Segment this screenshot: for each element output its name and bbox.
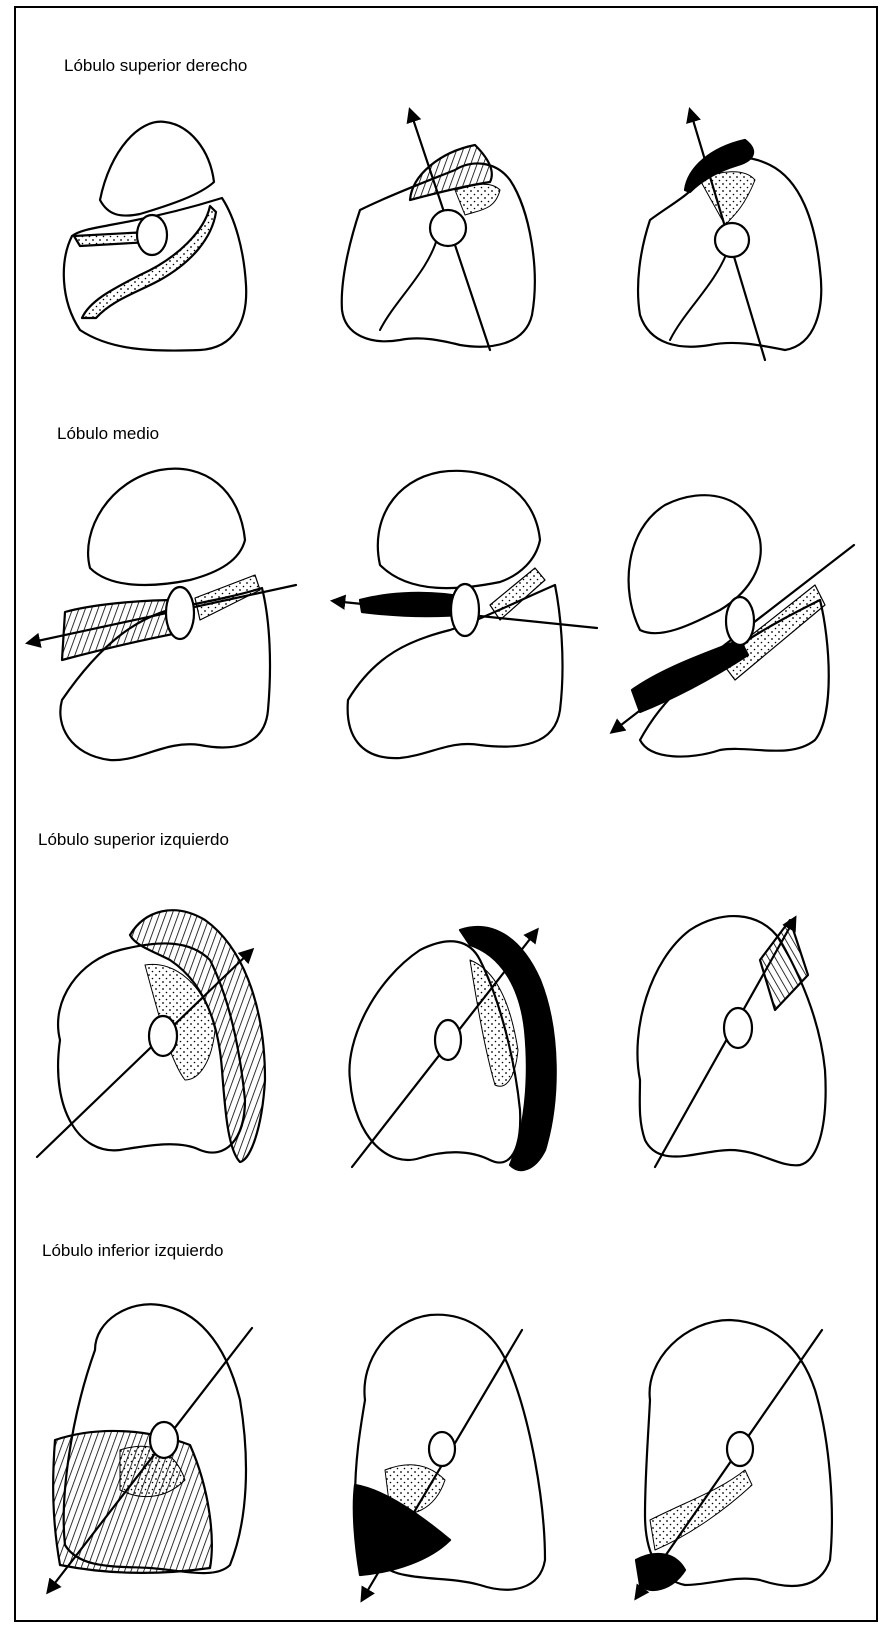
section-title-middle-lobe: Lóbulo medio bbox=[57, 424, 159, 444]
hilum-circle bbox=[166, 587, 194, 639]
hilum-circle bbox=[150, 1422, 178, 1458]
hilum-circle bbox=[149, 1016, 177, 1056]
projection-line bbox=[636, 1330, 822, 1598]
projection-line bbox=[655, 918, 795, 1167]
dotted-fissure bbox=[195, 575, 260, 620]
lesion-solid-small bbox=[636, 1554, 685, 1590]
hilum-circle bbox=[137, 215, 167, 255]
ml-frontal-view-a bbox=[333, 471, 597, 758]
hilum-circle bbox=[726, 597, 754, 645]
hilum-circle bbox=[429, 1432, 455, 1466]
ml-frontal-view-b bbox=[612, 495, 854, 756]
lesion-solid-band bbox=[632, 640, 748, 712]
rul-frontal-view-a bbox=[342, 110, 535, 350]
upper-lobe-outline bbox=[88, 469, 245, 585]
lul-frontal-view-b bbox=[637, 916, 825, 1167]
rul-lateral-view bbox=[64, 122, 246, 351]
dotted-infiltrate bbox=[650, 1470, 752, 1550]
dotted-infiltrate bbox=[455, 184, 500, 215]
bronchus-line bbox=[380, 235, 438, 330]
lul-frontal-view-a bbox=[349, 927, 555, 1170]
section-title-right-upper-lobe: Lóbulo superior derecho bbox=[64, 56, 247, 76]
hilum-circle bbox=[715, 223, 749, 257]
ml-lateral-view bbox=[28, 469, 296, 760]
lll-frontal-view-b bbox=[636, 1320, 832, 1598]
section-title-left-upper-lobe: Lóbulo superior izquierdo bbox=[38, 830, 229, 850]
hilum-circle bbox=[430, 210, 466, 246]
section-title-left-lower-lobe: Lóbulo inferior izquierdo bbox=[42, 1241, 223, 1261]
lll-lateral-view bbox=[48, 1304, 252, 1592]
lul-lateral-view bbox=[37, 910, 265, 1162]
dotted-infiltrate bbox=[385, 1465, 445, 1514]
hilum-circle bbox=[724, 1008, 752, 1048]
upper-lobe-outline bbox=[378, 471, 540, 588]
hilum-circle bbox=[451, 584, 479, 636]
lesion-wedge bbox=[760, 920, 808, 1010]
dotted-infiltrate bbox=[700, 172, 755, 225]
rul-frontal-view-b bbox=[638, 110, 821, 360]
upper-lobe-outline bbox=[100, 122, 214, 216]
hilum-circle bbox=[435, 1020, 461, 1060]
hilum-circle bbox=[727, 1432, 753, 1466]
lll-frontal-view-a bbox=[354, 1315, 545, 1600]
bronchus-line bbox=[670, 250, 728, 340]
